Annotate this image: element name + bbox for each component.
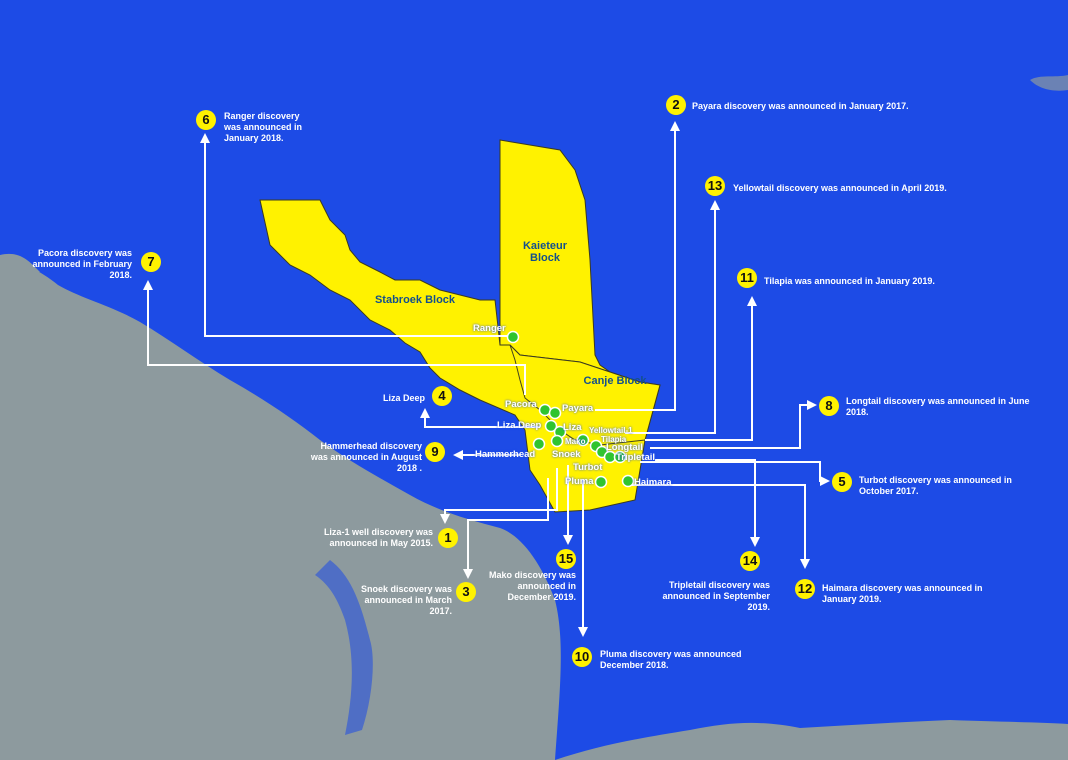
field-marker-liza-deep bbox=[544, 419, 558, 433]
note-2: Payara discovery was announced in Januar… bbox=[692, 101, 909, 111]
island bbox=[0, 253, 40, 272]
note-6: Ranger discovery was announced in Januar… bbox=[224, 111, 303, 143]
kaieteur-block-text: Kaieteur Block bbox=[522, 240, 568, 264]
field-label-mako: Mako bbox=[565, 437, 586, 446]
connector-12 bbox=[625, 484, 810, 569]
connector-11 bbox=[645, 296, 757, 441]
connector-6 bbox=[200, 133, 512, 337]
coastline-guyana bbox=[0, 255, 561, 760]
field-marker-snoek bbox=[550, 434, 564, 448]
badge-9: 9 bbox=[425, 442, 445, 462]
field-markers bbox=[506, 330, 635, 489]
field-marker-ranger bbox=[506, 330, 520, 344]
badge-5: 5 bbox=[832, 472, 852, 492]
note-14: Tripletail discovery was announced in Se… bbox=[662, 580, 770, 612]
note-8: Longtail discovery was announced in June… bbox=[846, 396, 1030, 417]
badge-1: 1 bbox=[438, 528, 458, 548]
badge-7: 7 bbox=[141, 252, 161, 272]
connector-4 bbox=[420, 408, 540, 428]
connector-13 bbox=[625, 200, 720, 434]
field-label-liza-deep: Liza Deep bbox=[497, 420, 542, 431]
note-13: Yellowtail discovery was announced in Ap… bbox=[733, 183, 947, 193]
coastline-suriname bbox=[555, 720, 1068, 760]
note-9: Hammerhead discovery was announced in Au… bbox=[310, 441, 422, 473]
badge-10: 10 bbox=[572, 647, 592, 667]
field-label-hammerhead: Hammerhead bbox=[475, 449, 536, 460]
note-4: Liza Deep bbox=[383, 393, 426, 403]
field-label-yellowtail: Yellowtail-1 bbox=[589, 426, 633, 435]
field-label-tripletail: Tripletail bbox=[616, 452, 656, 463]
field-label-pluma: Pluma bbox=[565, 476, 594, 487]
kaieteur-block-label: Kaieteur Block bbox=[515, 240, 575, 264]
note-15: Mako discovery was announced in December… bbox=[488, 570, 576, 602]
badge-11: 11 bbox=[737, 268, 757, 288]
note-3: Snoek discovery was announced in March 2… bbox=[360, 584, 452, 616]
connector-lines bbox=[143, 121, 830, 637]
badge-12: 12 bbox=[795, 579, 815, 599]
field-label-liza: Liza bbox=[563, 422, 582, 433]
field-label-payara: Payara bbox=[562, 403, 594, 414]
badge-8: 8 bbox=[819, 396, 839, 416]
connector-1 bbox=[440, 468, 558, 524]
note-11: Tilapia was announced in January 2019. bbox=[764, 276, 935, 286]
badge-15: 15 bbox=[556, 549, 576, 569]
connector-14 bbox=[655, 459, 760, 547]
badge-4: 4 bbox=[432, 386, 452, 406]
badge-3: 3 bbox=[456, 582, 476, 602]
badge-14: 14 bbox=[740, 551, 760, 571]
field-label-turbot: Turbot bbox=[573, 462, 603, 473]
field-label-tilapia: Tilapia bbox=[601, 435, 627, 444]
field-marker-hammerhead bbox=[532, 437, 546, 451]
field-label-pacora: Pacora bbox=[505, 399, 537, 410]
field-marker-pluma bbox=[594, 475, 608, 489]
stabroek-block-label: Stabroek Block bbox=[374, 294, 456, 306]
connector-2 bbox=[595, 121, 680, 411]
connector-8 bbox=[650, 400, 817, 449]
connector-7 bbox=[143, 280, 526, 395]
estuary bbox=[315, 560, 373, 735]
field-marker-mako bbox=[576, 433, 590, 447]
field-label-ranger: Ranger bbox=[473, 323, 506, 334]
field-marker-tilapia bbox=[613, 450, 627, 464]
connector-3 bbox=[463, 478, 549, 579]
kaieteur-block bbox=[499, 139, 611, 373]
note-1: Liza-1 well discovery was announced in M… bbox=[323, 527, 433, 548]
badge-6: 6 bbox=[196, 110, 216, 130]
field-label-snoek: Snoek bbox=[552, 449, 581, 460]
field-label-haimara: Haimara bbox=[634, 477, 672, 488]
canje-block-label: Canje Block bbox=[583, 375, 647, 387]
note-5: Turbot discovery was announced in Octobe… bbox=[859, 475, 1012, 496]
note-7: Pacora discovery was announced in Februa… bbox=[32, 248, 132, 280]
note-12: Haimara discovery was announced in Janua… bbox=[822, 583, 983, 604]
island bbox=[1030, 75, 1068, 91]
badge-2: 2 bbox=[666, 95, 686, 115]
field-label-longtail: Longtail bbox=[606, 442, 643, 453]
connector-5 bbox=[640, 461, 830, 486]
note-10: Pluma discovery was announced December 2… bbox=[600, 649, 742, 670]
field-marker-payara bbox=[548, 406, 562, 420]
badge-13: 13 bbox=[705, 176, 725, 196]
field-marker-haimara bbox=[621, 474, 635, 488]
